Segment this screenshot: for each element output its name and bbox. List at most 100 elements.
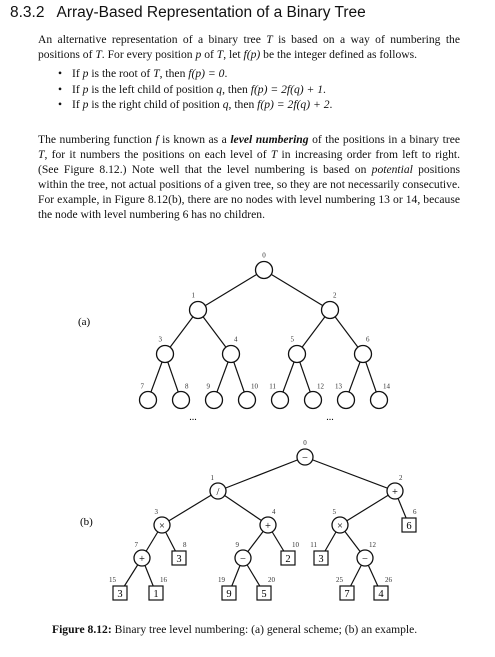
text-run: , then — [228, 98, 258, 111]
tree-a-node-number: 5 — [291, 336, 295, 344]
tree-b-leaf-node — [221, 585, 237, 601]
text-run: If — [72, 82, 83, 96]
tree-b-operator-node — [331, 516, 349, 534]
caption-label: Figure 8.12: — [52, 623, 112, 636]
tree-b-node-symbol: − — [362, 554, 368, 565]
tree-a-node — [287, 344, 307, 364]
tree-b-example: (b) −0/1+2×3+4×566+738−9210311−123151169… — [80, 439, 417, 601]
tree-b-node-number: 5 — [333, 508, 337, 516]
tree-b-node-symbol: + — [392, 487, 398, 498]
tree-b-node-number: 26 — [385, 576, 393, 584]
figure-caption: Figure 8.12: Binary tree level numbering… — [52, 623, 417, 636]
tree-a-node-number: 3 — [159, 336, 163, 344]
math-var: p — [195, 48, 202, 61]
tree-a-node — [138, 390, 158, 410]
tree-b-operator-node — [356, 549, 374, 567]
tree-b-node-number: 10 — [292, 541, 300, 549]
tree-b-operator-node — [133, 549, 151, 567]
tree-b-node-number: 0 — [303, 439, 307, 447]
math-var: T — [153, 67, 160, 80]
tree-b-node-symbol: 4 — [378, 589, 384, 600]
text-run: . — [329, 98, 333, 111]
math-var: T — [38, 148, 45, 161]
definition-list: If p is the root of T, then f(p) = 0. If… — [54, 66, 454, 113]
text-run: , then — [222, 82, 251, 96]
tree-b-leaf-node — [401, 517, 417, 533]
tree-a-node — [270, 390, 290, 410]
tree-a-node — [353, 344, 373, 364]
math-var: p — [82, 98, 89, 111]
tree-a-node-number: 1 — [192, 292, 196, 300]
ellipsis-right: ... — [326, 412, 334, 423]
tree-a-node — [336, 390, 356, 410]
text-run: positions within the tree, not actual po… — [38, 163, 460, 221]
tree-a-node-number: 6 — [366, 336, 370, 344]
defined-term: level numbering — [230, 133, 309, 146]
tree-b-node-number: 9 — [236, 541, 240, 549]
tree-b-node-symbol: 6 — [406, 521, 411, 532]
text-run: is the right child of position — [88, 98, 223, 111]
tree-a-node-number: 9 — [207, 383, 211, 391]
text-run: If — [72, 67, 83, 80]
text-run: of — [201, 48, 217, 61]
tree-b-leaf-node — [339, 585, 355, 601]
tree-a-node-number: 11 — [269, 383, 276, 391]
text-run: An alternative representation of a binar… — [38, 33, 267, 46]
list-item: If p is the root of T, then f(p) = 0. — [54, 66, 454, 82]
tree-b-node-number: 25 — [336, 576, 344, 584]
tree-b-leaf-node — [280, 550, 296, 566]
tree-a-node — [188, 300, 208, 320]
list-item: If p is the left child of position q, th… — [54, 82, 454, 98]
tree-a-edge — [197, 309, 232, 355]
math-var: q — [216, 82, 223, 96]
tree-b-edge — [217, 456, 306, 492]
math-expr: f(p) — [243, 48, 261, 61]
tree-a-node-number: 12 — [317, 383, 325, 391]
tree-b-leaf-node — [112, 585, 128, 601]
tree-b-node-number: 8 — [183, 541, 187, 549]
panel-label-a: (a) — [78, 316, 91, 328]
tree-b-leaf-node — [373, 585, 389, 601]
tree-b-operator-node — [153, 516, 171, 534]
tree-b-node-symbol: − — [240, 554, 246, 565]
tree-b-node-number: 2 — [399, 474, 403, 482]
tree-b-operator-node — [209, 482, 227, 500]
math-var: q — [222, 98, 229, 111]
tree-a-node-number: 0 — [262, 252, 266, 260]
section-title: Array-Based Representation of a Binary T… — [56, 4, 366, 21]
list-item: If p is the right child of position q, t… — [54, 97, 454, 113]
tree-b-node-symbol: 5 — [261, 589, 266, 600]
text-run: is the left child of position — [88, 82, 217, 96]
math-expr: f(p) = 2f(q) + 2 — [257, 98, 330, 111]
tree-b-leaf-node — [148, 585, 164, 601]
math-expr: f(p) = 0 — [188, 67, 225, 80]
tree-a-node-number: 8 — [185, 383, 189, 391]
math-var: p — [82, 67, 89, 80]
tree-b-operator-node — [234, 549, 252, 567]
text-run: is the root of — [88, 67, 154, 80]
tree-b-node-number: 3 — [155, 508, 159, 516]
tree-a-edge — [329, 309, 364, 355]
tree-b-leaf-node — [256, 585, 272, 601]
tree-b-node-symbol: 2 — [285, 554, 290, 565]
tree-a-edge — [164, 309, 199, 355]
text-run: If — [72, 98, 83, 111]
math-var: p — [82, 82, 89, 96]
ellipsis-left: ... — [189, 412, 197, 423]
math-var: f — [155, 133, 159, 146]
tree-b-node-number: 20 — [268, 576, 276, 584]
tree-b-node-number: 4 — [272, 508, 276, 516]
tree-b-node-symbol: − — [302, 453, 308, 464]
math-var: T — [266, 33, 273, 46]
tree-a-node — [254, 260, 274, 280]
tree-b-node-symbol: + — [265, 521, 271, 532]
math-var: T — [95, 48, 102, 61]
tree-a-node — [369, 390, 389, 410]
tree-b-node-symbol: 3 — [176, 554, 181, 565]
tree-a-node — [204, 390, 224, 410]
tree-a-node-number: 2 — [333, 292, 337, 300]
panel-label-b: (b) — [80, 516, 93, 528]
tree-a-node — [320, 300, 340, 320]
